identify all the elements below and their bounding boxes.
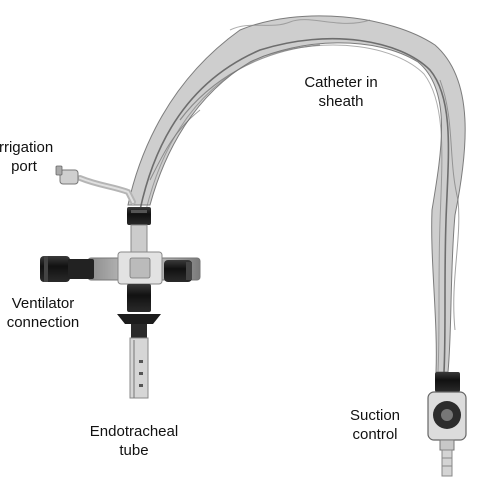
right-cap (164, 260, 192, 282)
endotracheal-adapter (117, 284, 161, 340)
ventilator-connection-label: Ventilator connection (0, 294, 98, 332)
suction-label-line1: Suction (349, 407, 401, 424)
catheter-in-sheath-label: Catheter in sheath (281, 73, 401, 111)
irrigation-port (55, 165, 136, 205)
catheter-label-line2: sheath (318, 93, 364, 110)
ventilator-connector (40, 256, 94, 282)
catheter-sheath (127, 15, 466, 373)
suction-control-label: Suction control (330, 406, 420, 444)
suction-control-valve (427, 372, 467, 477)
suction-label-line2: control (352, 426, 398, 443)
irrigation-port-label: Irrigation port (0, 138, 74, 176)
ventilator-label-line2: connection (6, 314, 80, 331)
endotracheal-tube-label: Endotracheal tube (74, 422, 194, 460)
irrigation-label-line2: port (11, 158, 37, 175)
sheath-collar (127, 207, 151, 225)
endotracheal-label-line1: Endotracheal (89, 423, 179, 440)
catheter-label-line1: Catheter in (304, 74, 378, 91)
ventilator-label-line1: Ventilator (11, 295, 75, 312)
endotracheal-tube (129, 337, 149, 399)
irrigation-label-line1: Irrigation (0, 139, 54, 156)
endotracheal-label-line2: tube (119, 442, 149, 459)
